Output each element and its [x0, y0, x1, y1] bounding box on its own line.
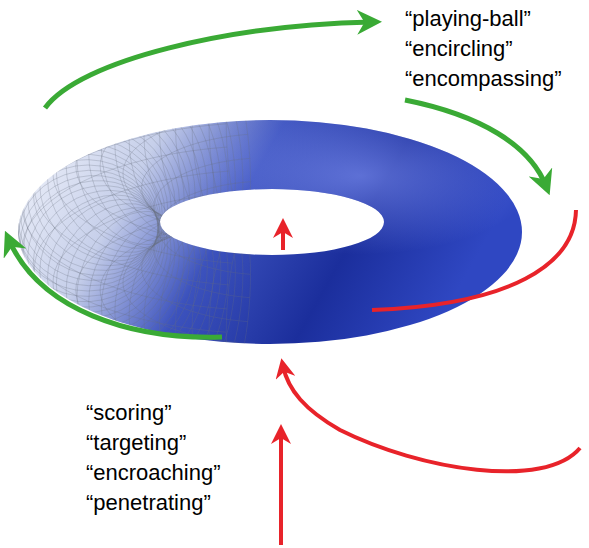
verb-label: “penetrating”: [86, 488, 211, 518]
wireframe-line: [53, 193, 232, 373]
green-arrow: [9, 240, 222, 337]
red-arrow: [279, 432, 283, 545]
wireframe-line: [192, 232, 235, 370]
wireframe-line: [89, 215, 190, 347]
red-arrow: [372, 210, 576, 310]
wireframe-line: [144, 94, 214, 230]
wireframe-line: [115, 101, 201, 235]
torus-highlight: [18, 120, 522, 344]
wireframe-line: [209, 85, 243, 223]
wireframe-line: [22, 104, 227, 309]
wireframe-line: [77, 113, 184, 244]
wireframe-line: [28, 186, 163, 313]
wireframe-line: [123, 113, 244, 235]
green-arrow: [405, 100, 546, 186]
wireframe-line: [20, 154, 159, 280]
verb-label: “encircling”: [405, 34, 513, 64]
wireframe-line: [142, 215, 248, 321]
wireframe-line: [33, 190, 165, 318]
wireframe-line: [154, 201, 250, 297]
verb-label: “playing-ball”: [405, 4, 531, 34]
wireframe-line: [34, 90, 229, 285]
wireframe-line: [18, 124, 226, 332]
verb-label: “targeting”: [86, 428, 186, 458]
verb-label: “scoring”: [86, 398, 172, 428]
wireframe-line: [154, 158, 250, 254]
wireframe-line: [101, 105, 195, 238]
verb-label: “encompassing”: [405, 64, 562, 94]
wireframe-line: [123, 222, 244, 344]
wireframe-line: [192, 87, 235, 225]
wireframe-line: [226, 234, 250, 372]
green-arrow: [45, 22, 372, 108]
red-arrow: [283, 366, 580, 471]
wireframe-line: [176, 89, 228, 226]
wireframe-line: [28, 143, 163, 270]
wireframe-line: [77, 211, 184, 342]
wireframe-line: [226, 84, 250, 222]
verb-label: “encroaching”: [86, 458, 221, 488]
wireframe-line: [56, 123, 175, 252]
red-arrow: [281, 226, 285, 250]
wireframe-line: [18, 165, 158, 291]
wireframe-line: [160, 91, 221, 227]
wireframe-line: [33, 138, 165, 266]
wireframe-line: [89, 109, 190, 241]
wireframe-line: [209, 233, 243, 371]
wireframe-line: [100, 96, 240, 237]
wireframe-line: [66, 118, 179, 248]
wireframe-line: [76, 210, 236, 371]
wireframe-line: [22, 147, 227, 352]
wireframe-line: [160, 228, 221, 364]
torus-body: [18, 120, 522, 344]
